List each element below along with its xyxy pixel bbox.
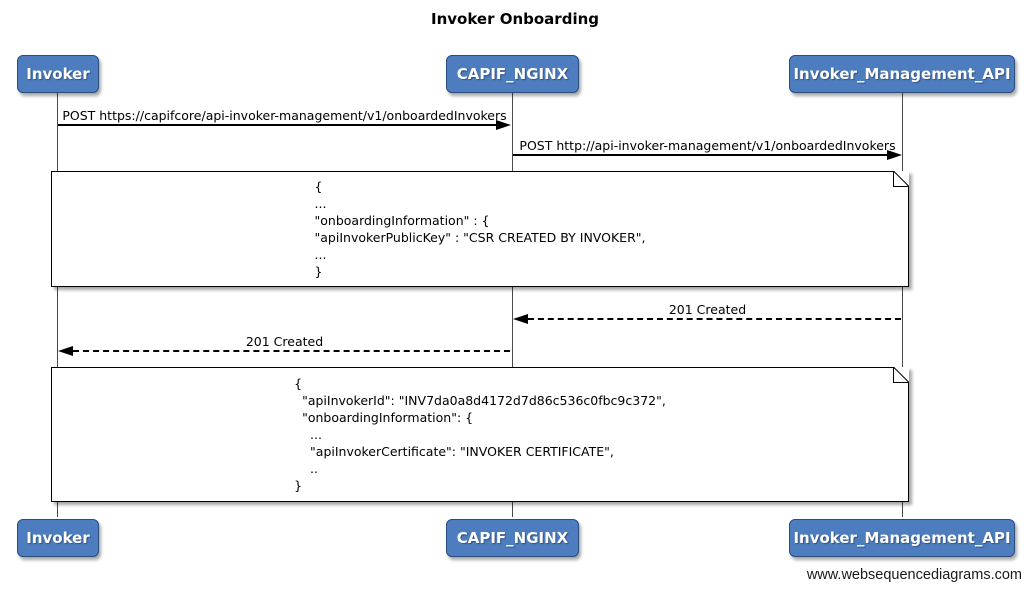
actor-bottom-invoker-management-api: Invoker_Management_API [789,519,1015,557]
lifeline-capif-nginx [512,93,513,517]
folded-corner-icon [893,367,909,383]
actor-bottom-capif-nginx: CAPIF_NGINX [446,519,579,557]
arrowhead-left-icon [58,346,73,356]
actor-label: Invoker [26,65,90,83]
actor-label: Invoker_Management_API [793,529,1011,547]
message-1-line [58,124,496,126]
note-response-body: { "apiInvokerId": "INV7da0a8d4172d7d86c5… [51,367,909,502]
actor-label: Invoker_Management_API [793,65,1011,83]
message-1-label: POST https://capifcore/api-invoker-manag… [62,108,507,123]
actor-top-capif-nginx: CAPIF_NGINX [446,55,579,93]
message-3-label: 201 Created [668,302,747,317]
message-4-label: 201 Created [245,334,324,349]
actor-top-invoker: Invoker [17,55,99,93]
actor-label: CAPIF_NGINX [456,529,569,547]
actor-label: Invoker [26,529,90,547]
actor-label: CAPIF_NGINX [456,65,569,83]
message-2-line [513,154,887,156]
diagram-title: Invoker Onboarding [431,10,599,28]
message-2-label: POST http://api-invoker-management/v1/on… [519,138,896,153]
arrowhead-left-icon [513,314,528,324]
lifeline-invoker-management-api [902,93,903,517]
actor-bottom-invoker: Invoker [17,519,99,557]
arrowhead-right-icon [496,120,511,130]
note-request-body: { ... "onboardingInformation" : { "apiIn… [51,171,909,287]
lifeline-invoker [57,93,58,517]
watermark-credit: www.websequencediagrams.com [806,567,1022,583]
arrowhead-right-icon [887,150,902,160]
actor-top-invoker-management-api: Invoker_Management_API [789,55,1015,93]
message-4-line [73,350,510,352]
note-text: { ... "onboardingInformation" : { "apiIn… [314,179,646,279]
message-3-line [528,318,901,320]
note-text: { "apiInvokerId": "INV7da0a8d4172d7d86c5… [294,376,666,493]
folded-corner-icon [893,171,909,187]
